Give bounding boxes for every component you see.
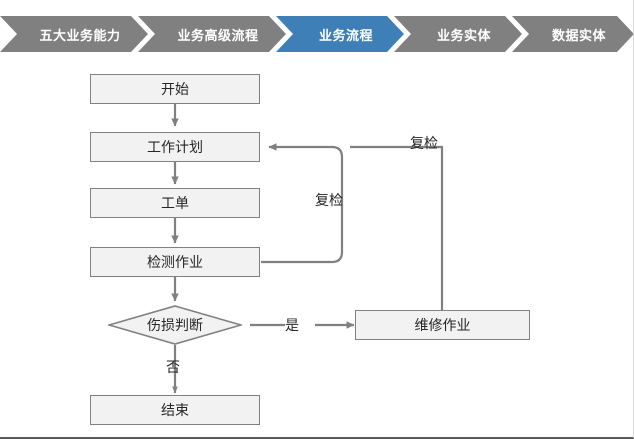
node-start[interactable]: 开始: [90, 74, 260, 104]
edge-label-yes: 是: [285, 318, 299, 334]
node-damage-decision[interactable]: 伤损判断: [108, 305, 242, 345]
node-start-label: 开始: [161, 82, 189, 98]
breadcrumb-item-4[interactable]: 业务实体: [394, 16, 522, 52]
breadcrumb-item-3-label: 业务流程: [318, 28, 373, 44]
node-damage-decision-label: 伤损判断: [147, 318, 203, 334]
breadcrumb-item-2-label: 业务高级流程: [177, 28, 259, 44]
node-work-plan[interactable]: 工作计划: [90, 132, 260, 162]
breadcrumb-item-5-label: 数据实体: [551, 28, 606, 44]
flowchart-connectors: [171, 104, 444, 394]
node-inspection-task-label: 检测作业: [147, 255, 203, 271]
node-work-order[interactable]: 工单: [90, 188, 260, 218]
breadcrumb-item-5[interactable]: 数据实体: [512, 16, 634, 52]
node-end-label: 结束: [161, 403, 189, 419]
breadcrumb-item-3-active[interactable]: 业务流程: [276, 16, 404, 52]
diamond-shape: [108, 305, 242, 345]
breadcrumb-item-4-label: 业务实体: [436, 28, 491, 44]
node-inspection-task[interactable]: 检测作业: [90, 247, 260, 277]
breadcrumb-item-1-label: 五大业务能力: [39, 28, 121, 44]
edge-label-no: 否: [166, 360, 180, 376]
node-end[interactable]: 结束: [90, 395, 260, 425]
breadcrumb-item-2[interactable]: 业务高级流程: [138, 16, 286, 52]
node-work-plan-label: 工作计划: [147, 140, 203, 156]
node-repair-task[interactable]: 维修作业: [355, 310, 530, 340]
flowchart: 开始 工作计划 工单 检测作业 伤损判断 结束 维修作业 复检 复检 是 否: [0, 52, 633, 437]
edge-label-recheck-outer: 复检: [410, 136, 438, 152]
breadcrumb-item-1[interactable]: 五大业务能力: [0, 16, 148, 52]
node-repair-task-label: 维修作业: [414, 318, 471, 334]
breadcrumb: 五大业务能力 业务高级流程 业务流程 业务实体 数据实体: [0, 16, 634, 52]
edge-label-recheck-inner: 复检: [315, 193, 343, 209]
node-work-order-label: 工单: [161, 196, 189, 212]
